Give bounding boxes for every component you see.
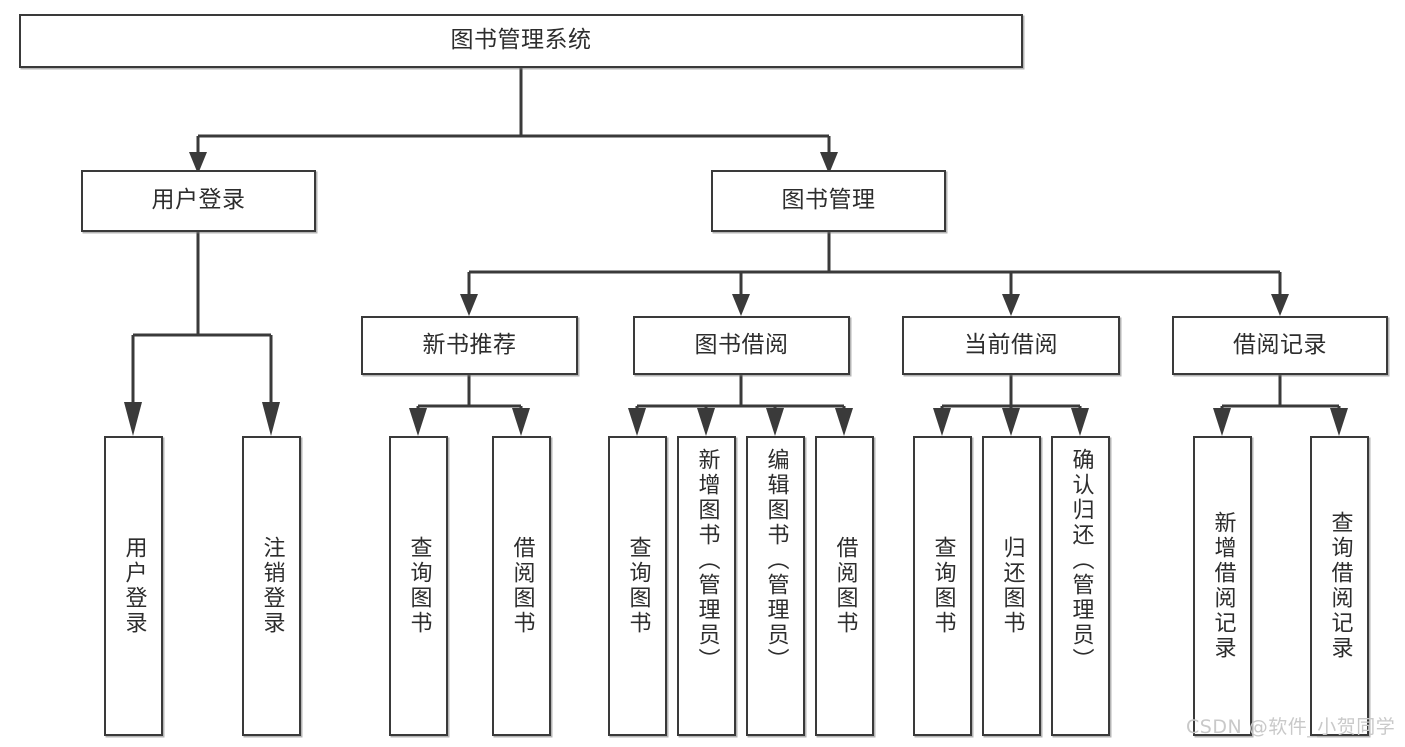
node-label-borrow-record: 借阅记录 (1233, 331, 1327, 358)
node-label-current-borrow: 当前借阅 (964, 331, 1058, 358)
node-leaf-query-book-3[interactable]: 查询图书 (913, 436, 972, 736)
node-label-leaf-add-book: 新增图书（管理员） (694, 448, 720, 673)
node-book-borrow[interactable]: 图书借阅 (633, 316, 850, 375)
node-new-book-rec[interactable]: 新书推荐 (361, 316, 578, 375)
node-current-borrow[interactable]: 当前借阅 (902, 316, 1120, 375)
arrowhead-borrow-record (1271, 294, 1289, 316)
arrowhead-bb-leaf-2 (697, 408, 715, 436)
node-label-root: 图书管理系统 (450, 27, 592, 54)
node-label-new-book-rec: 新书推荐 (422, 331, 517, 358)
node-leaf-query-book-2[interactable]: 查询图书 (608, 436, 667, 736)
arrowhead-cb-leaf-3 (1071, 408, 1089, 436)
arrowhead-br-leaf-2 (1330, 408, 1348, 436)
node-leaf-add-book[interactable]: 新增图书（管理员） (677, 436, 736, 736)
arrowhead-bb-leaf-3 (766, 408, 784, 436)
node-borrow-record[interactable]: 借阅记录 (1172, 316, 1388, 375)
node-leaf-edit-book[interactable]: 编辑图书（管理员） (746, 436, 805, 736)
node-leaf-borrow-book-2[interactable]: 借阅图书 (815, 436, 874, 736)
node-label-leaf-logout: 注销登录 (259, 536, 285, 636)
arrowhead-bb-leaf-1 (628, 408, 646, 436)
node-label-leaf-borrow-book-1: 借阅图书 (509, 536, 535, 636)
node-leaf-query-book-1[interactable]: 查询图书 (389, 436, 448, 736)
arrowhead-new-book-rec (460, 294, 478, 316)
node-label-leaf-user-login: 用户登录 (121, 536, 147, 636)
arrowhead-nbr-leaf-2 (512, 408, 530, 436)
node-label-book-manage: 图书管理 (781, 187, 876, 214)
node-label-user-login: 用户登录 (151, 187, 246, 214)
node-leaf-logout[interactable]: 注销登录 (242, 436, 301, 736)
node-user-login[interactable]: 用户登录 (81, 170, 316, 232)
arrowhead-current-borrow (1002, 294, 1020, 316)
arrowhead-br-leaf-1 (1213, 408, 1231, 436)
node-root-system[interactable]: 图书管理系统 (19, 14, 1023, 68)
node-label-book-borrow: 图书借阅 (694, 331, 789, 358)
node-leaf-confirm-return[interactable]: 确认归还（管理员） (1051, 436, 1110, 736)
node-label-leaf-add-record: 新增借阅记录 (1210, 511, 1236, 661)
arrowhead-book-borrow (732, 294, 750, 316)
arrowhead-nbr-leaf-1 (409, 408, 427, 436)
node-book-manage[interactable]: 图书管理 (711, 170, 946, 232)
arrowhead-cb-leaf-1 (933, 408, 951, 436)
node-leaf-borrow-book-1[interactable]: 借阅图书 (492, 436, 551, 736)
node-label-leaf-return-book: 归还图书 (999, 536, 1025, 636)
node-label-leaf-query-record: 查询借阅记录 (1327, 511, 1353, 661)
arrowhead-leaf-user-login (124, 402, 142, 436)
node-leaf-return-book[interactable]: 归还图书 (982, 436, 1041, 736)
node-label-leaf-query-book-2: 查询图书 (625, 536, 651, 636)
node-label-leaf-query-book-1: 查询图书 (406, 536, 432, 636)
arrowhead-leaf-logout (262, 402, 280, 436)
node-label-leaf-query-book-3: 查询图书 (930, 536, 956, 636)
node-label-leaf-borrow-book-2: 借阅图书 (832, 536, 858, 636)
arrowhead-bb-leaf-4 (835, 408, 853, 436)
node-leaf-query-record[interactable]: 查询借阅记录 (1310, 436, 1369, 736)
node-leaf-add-record[interactable]: 新增借阅记录 (1193, 436, 1252, 736)
arrowhead-cb-leaf-2 (1002, 408, 1020, 436)
node-label-leaf-edit-book: 编辑图书（管理员） (763, 448, 789, 673)
csdn-watermark: CSDN @软件_小贺同学 (1186, 716, 1396, 738)
node-leaf-user-login[interactable]: 用户登录 (104, 436, 163, 736)
node-label-leaf-confirm-return: 确认归还（管理员） (1068, 448, 1094, 673)
